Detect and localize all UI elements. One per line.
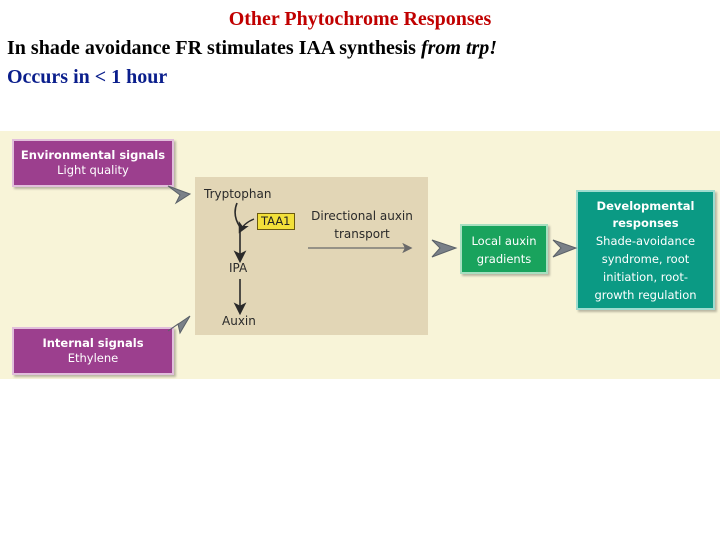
developmental-title-1: Developmental [596, 199, 695, 213]
transport-line-1: Directional auxin [311, 209, 413, 223]
tryptophan-to-ipa-arrow [233, 202, 247, 264]
developmental-line-1: Shade-avoidance [595, 234, 696, 248]
environmental-signals-box: Environmental signals Light quality [12, 139, 174, 187]
developmental-line-2: syndrome, root [601, 252, 690, 266]
local-auxin-line-1: Local auxin [471, 234, 537, 248]
panel-to-local-arrow [431, 239, 458, 258]
developmental-line-3: initiation, root- [603, 270, 688, 284]
internal-signals-title: Internal signals [42, 336, 144, 350]
developmental-responses-box: Developmental responses Shade-avoidance … [576, 190, 715, 310]
pathway-arrows [167, 185, 578, 335]
taa1-catalysis-arrow [238, 218, 255, 234]
local-auxin-line-2: gradients [476, 252, 532, 266]
shade-avoidance-figure: Environmental signals Light quality Inte… [0, 131, 720, 379]
timing-line: Occurs in < 1 hour [7, 66, 168, 88]
developmental-title-2: responses [612, 216, 679, 230]
environmental-to-panel-arrow [167, 185, 192, 205]
local-auxin-gradients-box: Local auxin gradients [460, 224, 548, 274]
developmental-line-4: growth regulation [594, 288, 697, 302]
taa1-enzyme-label: TAA1 [257, 213, 295, 230]
statement-line: In shade avoidance FR stimulates IAA syn… [7, 37, 497, 60]
environmental-signals-sub: Light quality [57, 163, 129, 177]
statement-emphasis: from trp! [420, 37, 498, 59]
internal-signals-box: Internal signals Ethylene [12, 327, 174, 375]
slide-title: Other Phytochrome Responses [228, 8, 492, 30]
internal-signals-sub: Ethylene [67, 351, 119, 365]
internal-to-panel-arrow [167, 315, 191, 335]
directional-transport-label: Directional auxin transport [301, 207, 423, 243]
environmental-signals-title: Environmental signals [20, 148, 166, 162]
ipa-label: IPA [229, 261, 248, 275]
tryptophan-label: Tryptophan [204, 187, 272, 201]
auxin-label: Auxin [222, 314, 256, 328]
transport-line-2: transport [334, 227, 390, 241]
statement-main: In shade avoidance FR stimulates IAA syn… [7, 37, 421, 59]
local-to-developmental-arrow [552, 239, 578, 258]
